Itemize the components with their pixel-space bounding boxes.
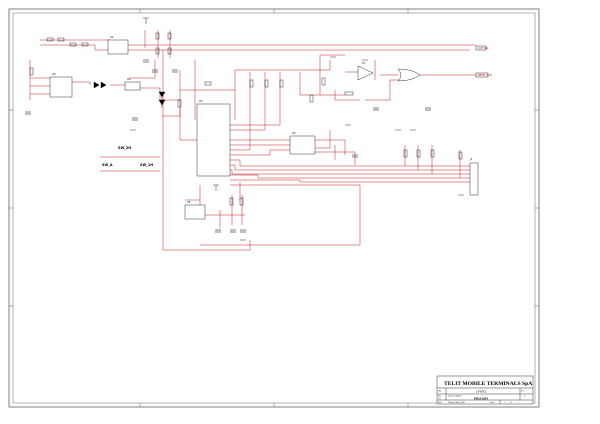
title-block-rev-caption: Rev (521, 391, 524, 393)
title-block-date-caption: Date: (438, 402, 442, 404)
switch-label-b: SW_1H (140, 163, 153, 167)
label-j1: J1 (469, 157, 473, 161)
sheet-border-inner (12, 12, 536, 404)
opamp-u7 (357, 65, 374, 81)
title-block-project: LP93TC (476, 390, 487, 394)
title-block-date: Thursday, May 4, 2006 (448, 402, 465, 404)
net-out-top: OUT_SIG (478, 47, 489, 50)
title-block-document-caption: Document Number (448, 396, 462, 398)
title-block (436, 375, 534, 405)
title-block-of-caption: of (510, 401, 512, 404)
title-block-of: 1 (518, 402, 519, 404)
component-labels: U1 U2 U3 U4 U5 U6 U7 J1 OUT_SIG RESET_OU… (52, 35, 492, 204)
label-u3: U3 (199, 99, 203, 103)
title-block-sheet: 1 (504, 402, 505, 404)
ic-u1 (107, 39, 129, 55)
switch-label-a: SW_2H (118, 146, 131, 150)
title-block-company: TELIT MOBILE TERMINALS SpA (444, 381, 532, 387)
title-block-rev: 1 (524, 395, 526, 398)
sheet-border-outer (8, 8, 540, 408)
title-block-sheet-caption: Sheet (490, 402, 494, 404)
ic-u3 (196, 103, 231, 177)
net-out-mid: RESET_OUT (478, 74, 492, 77)
ic-u5 (184, 204, 206, 220)
title-block-title-caption: Title (438, 391, 442, 393)
switch-labels: SW_2H SW_A SW_1H (102, 146, 153, 167)
switch-label-c: SW_A (102, 163, 113, 167)
title-block-doc-no: PRO3284 (474, 397, 488, 401)
ic-u6 (124, 81, 141, 91)
ic-u2 (49, 76, 73, 98)
label-u1: U1 (110, 35, 114, 39)
or-gate (397, 68, 421, 82)
label-u6: U6 (127, 77, 131, 81)
wires (29, 30, 476, 251)
label-u2: U2 (52, 72, 56, 76)
ic-u4 (289, 135, 316, 155)
connector-j1 (469, 162, 479, 196)
label-u5: U5 (187, 200, 191, 204)
title-block-size: A3 (438, 397, 442, 400)
label-u4: U4 (292, 131, 296, 135)
title-block-size-caption: Size (438, 396, 441, 398)
label-u7: U7 (362, 61, 366, 65)
zone-ticks (9, 9, 539, 407)
components (25, 17, 489, 241)
